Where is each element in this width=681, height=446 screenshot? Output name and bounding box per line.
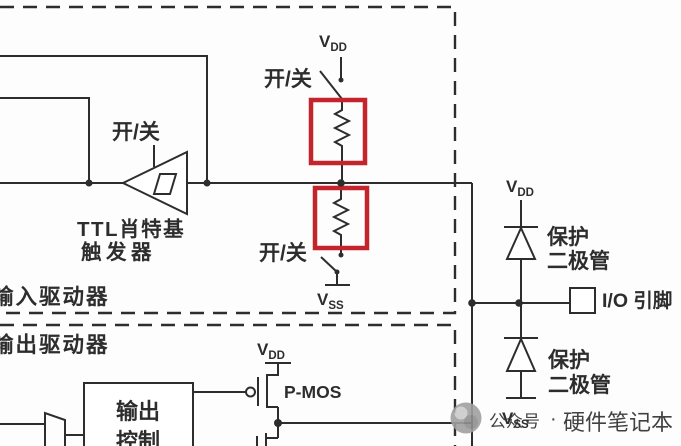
- protection-diode-bottom: [504, 303, 538, 399]
- switch-top-blade: [319, 70, 343, 100]
- hysteresis-icon: [152, 173, 178, 195]
- schmitt-label-line2: 触发器: [81, 240, 156, 264]
- input-buffer: [0, 411, 84, 446]
- watermark: 公众号 · 硬件笔记本: [450, 402, 673, 435]
- pullup-highlight-box: [308, 97, 368, 166]
- vdd-label-top: VDD: [319, 32, 347, 54]
- switch-label-bottom: 开/关: [259, 241, 307, 265]
- watermark-account: 公众号: [489, 412, 540, 431]
- switch-label-top: 开/关: [264, 67, 312, 91]
- pulldown-branch: [320, 183, 351, 286]
- pullup-resistor: [332, 99, 352, 183]
- protect-bottom-label-line2: 二极管: [548, 373, 611, 397]
- input-driver-dashed-box: [0, 5, 457, 315]
- junction-dots: [85, 77, 523, 427]
- pmos-label: P-MOS: [284, 382, 341, 402]
- vss-label-middle: VSS: [317, 290, 344, 312]
- vss-label-diode: VSS: [502, 409, 529, 431]
- watermark-separator: ·: [550, 408, 557, 430]
- pulldown-resistor: [331, 183, 351, 254]
- output-driver-dashed-box: [0, 323, 457, 446]
- watermark-name: 硬件笔记本: [563, 410, 673, 435]
- io-pin-label: I/O 引脚: [602, 290, 672, 312]
- io-pin-square: [569, 287, 596, 314]
- protection-diode-top: [504, 200, 538, 303]
- vdd-label-diode: VDD: [506, 177, 534, 199]
- pmos-transistor: [193, 362, 291, 438]
- pmos-gate-bubble: [245, 386, 256, 398]
- protect-top-label-line1: 保护: [546, 225, 589, 249]
- output-control-label-line1: 输出: [116, 399, 160, 424]
- switch-label-trigger: 开/关: [112, 120, 160, 144]
- vdd-label-pmos: VDD: [257, 340, 285, 362]
- protect-top-label-line2: 二极管: [547, 249, 610, 273]
- schmitt-label-line1: TTL肖特基: [77, 217, 185, 241]
- output-driver-label: 输出驱动器: [0, 332, 110, 357]
- schmitt-trigger: [120, 145, 188, 216]
- nmos-transistor-partial: [256, 433, 278, 446]
- input-driver-label: 输入驱动器: [0, 284, 110, 309]
- switch-bottom-blade: [320, 256, 338, 273]
- protect-bottom-label-line1: 保护: [547, 348, 590, 372]
- pulldown-highlight-box: [312, 185, 370, 251]
- wires: [0, 55, 570, 446]
- output-control-label-line2: 控制: [116, 429, 160, 446]
- output-control-box: [83, 382, 194, 446]
- pullup-branch: [319, 57, 352, 183]
